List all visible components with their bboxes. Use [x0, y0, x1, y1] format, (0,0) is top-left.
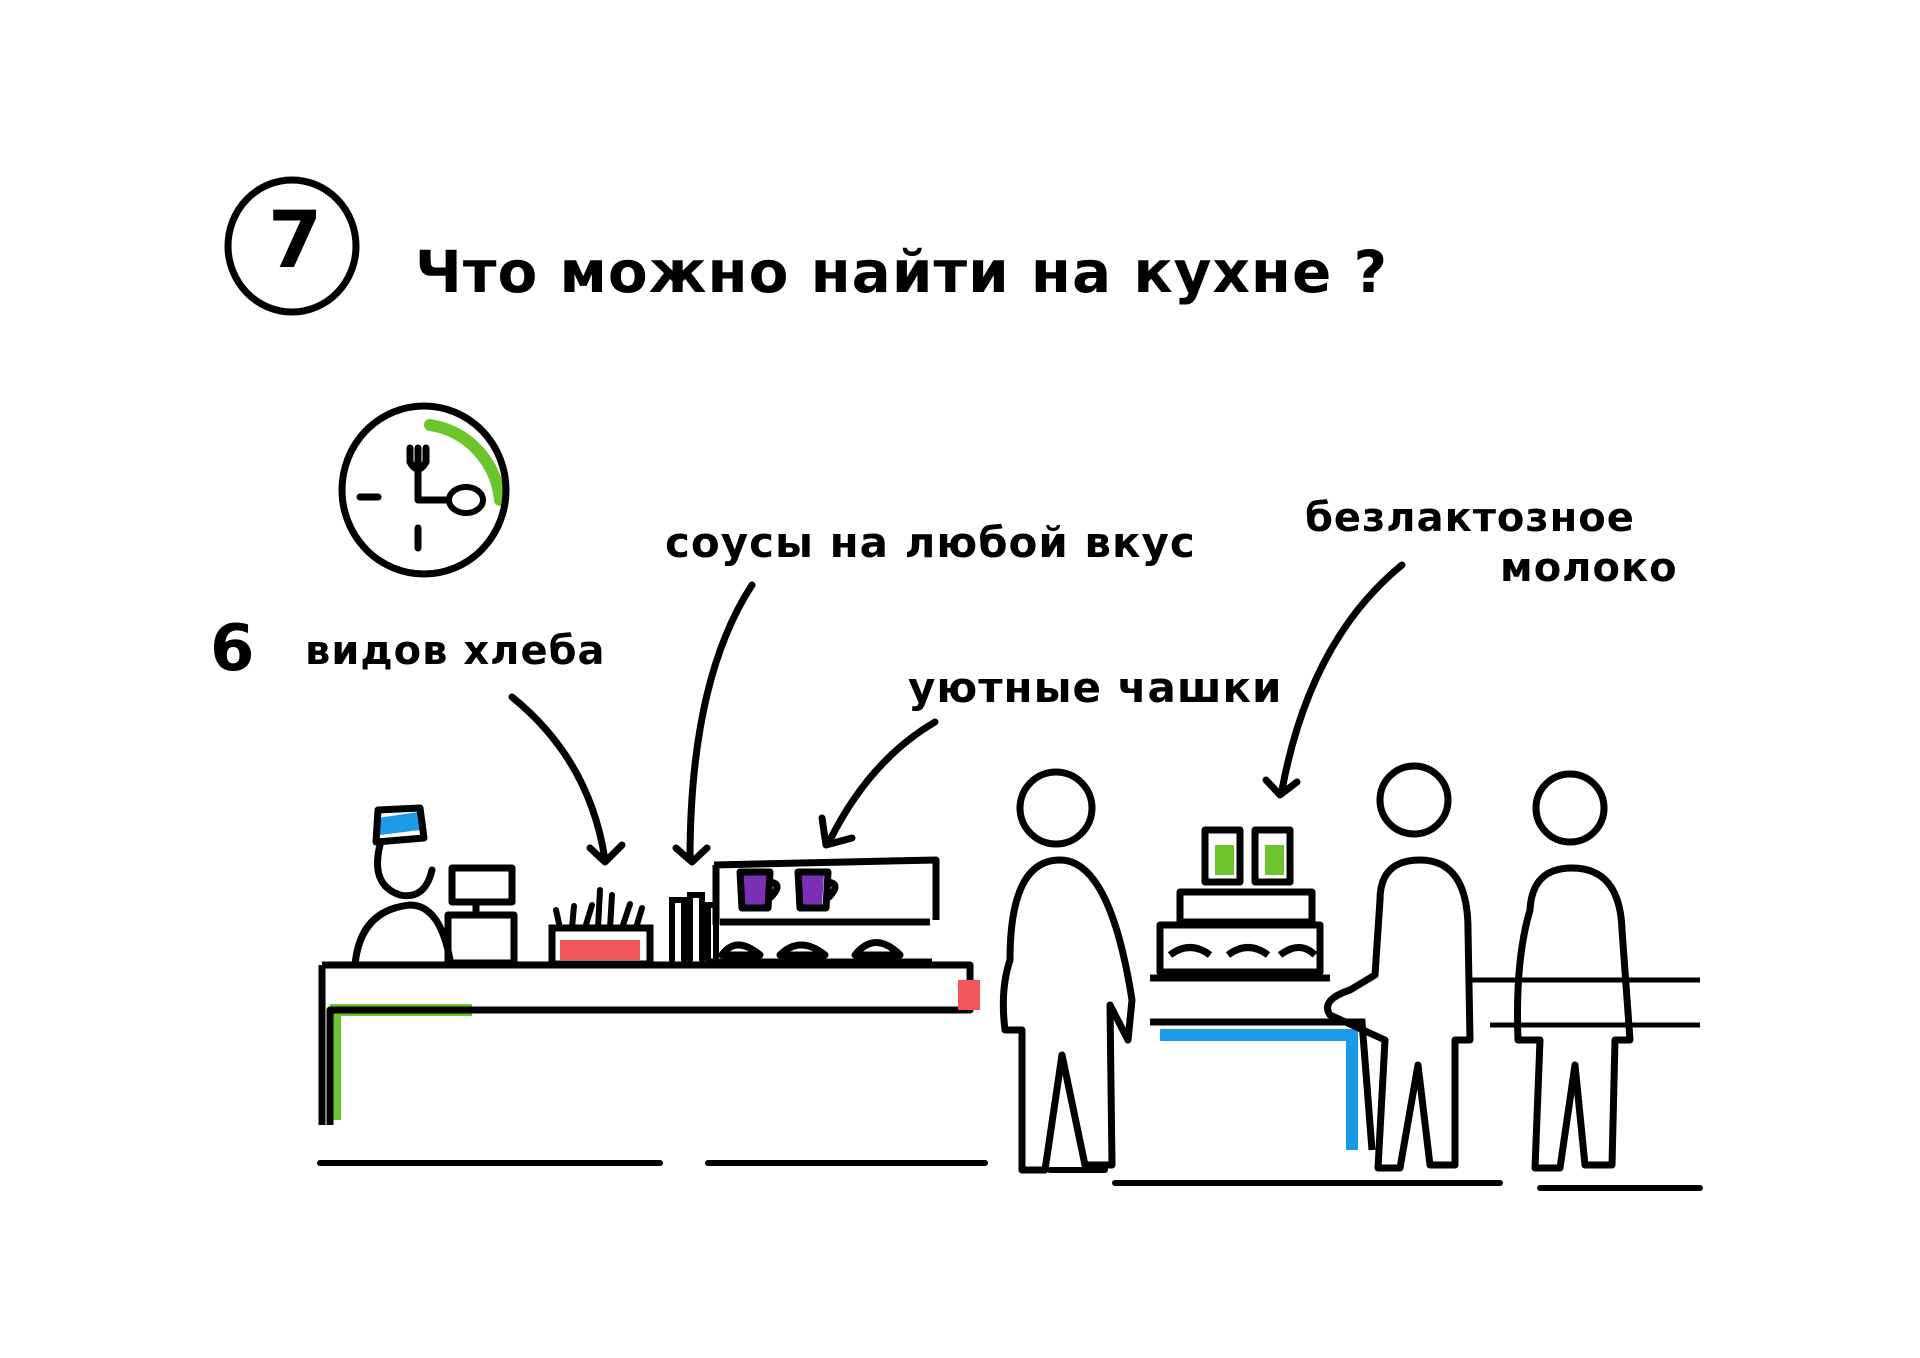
cups-cabinet: [710, 856, 940, 966]
arrow-milk: [1278, 561, 1406, 794]
cups-label: уютные чашки: [908, 663, 1283, 712]
step-number-circle: [224, 176, 360, 316]
bread-basket: [548, 887, 654, 968]
milk-label-line2: молоко: [1500, 545, 1678, 591]
sauces-label: соусы на любой вкус: [665, 518, 1196, 567]
person-figure-icon: [1514, 770, 1634, 1172]
arrow-sauces: [686, 581, 756, 864]
arrow-bread: [508, 693, 609, 864]
main-counter: [318, 961, 980, 1125]
bread-label: видов хлеба: [305, 628, 606, 674]
back-rail: [1470, 977, 1700, 1028]
page-title: Что можно найти на кухне ?: [415, 238, 1389, 306]
cash-register: [444, 864, 518, 967]
arrow-cups: [826, 718, 939, 844]
side-counter: [1150, 1018, 1376, 1151]
person-figure-icon: [1324, 762, 1474, 1172]
milk-stand: [1150, 826, 1330, 982]
person-figure-icon: [999, 768, 1136, 1174]
cook-figure: [351, 804, 454, 969]
step-number: 7: [268, 196, 324, 286]
sauce-bottles: [669, 892, 719, 963]
clock-with-fork-icon: [338, 402, 510, 578]
milk-label-line1: безлактозное: [1305, 495, 1635, 541]
bread-count-label: 6: [210, 612, 256, 686]
arrows: [508, 561, 1406, 866]
floor-lines: [317, 1160, 1703, 1191]
